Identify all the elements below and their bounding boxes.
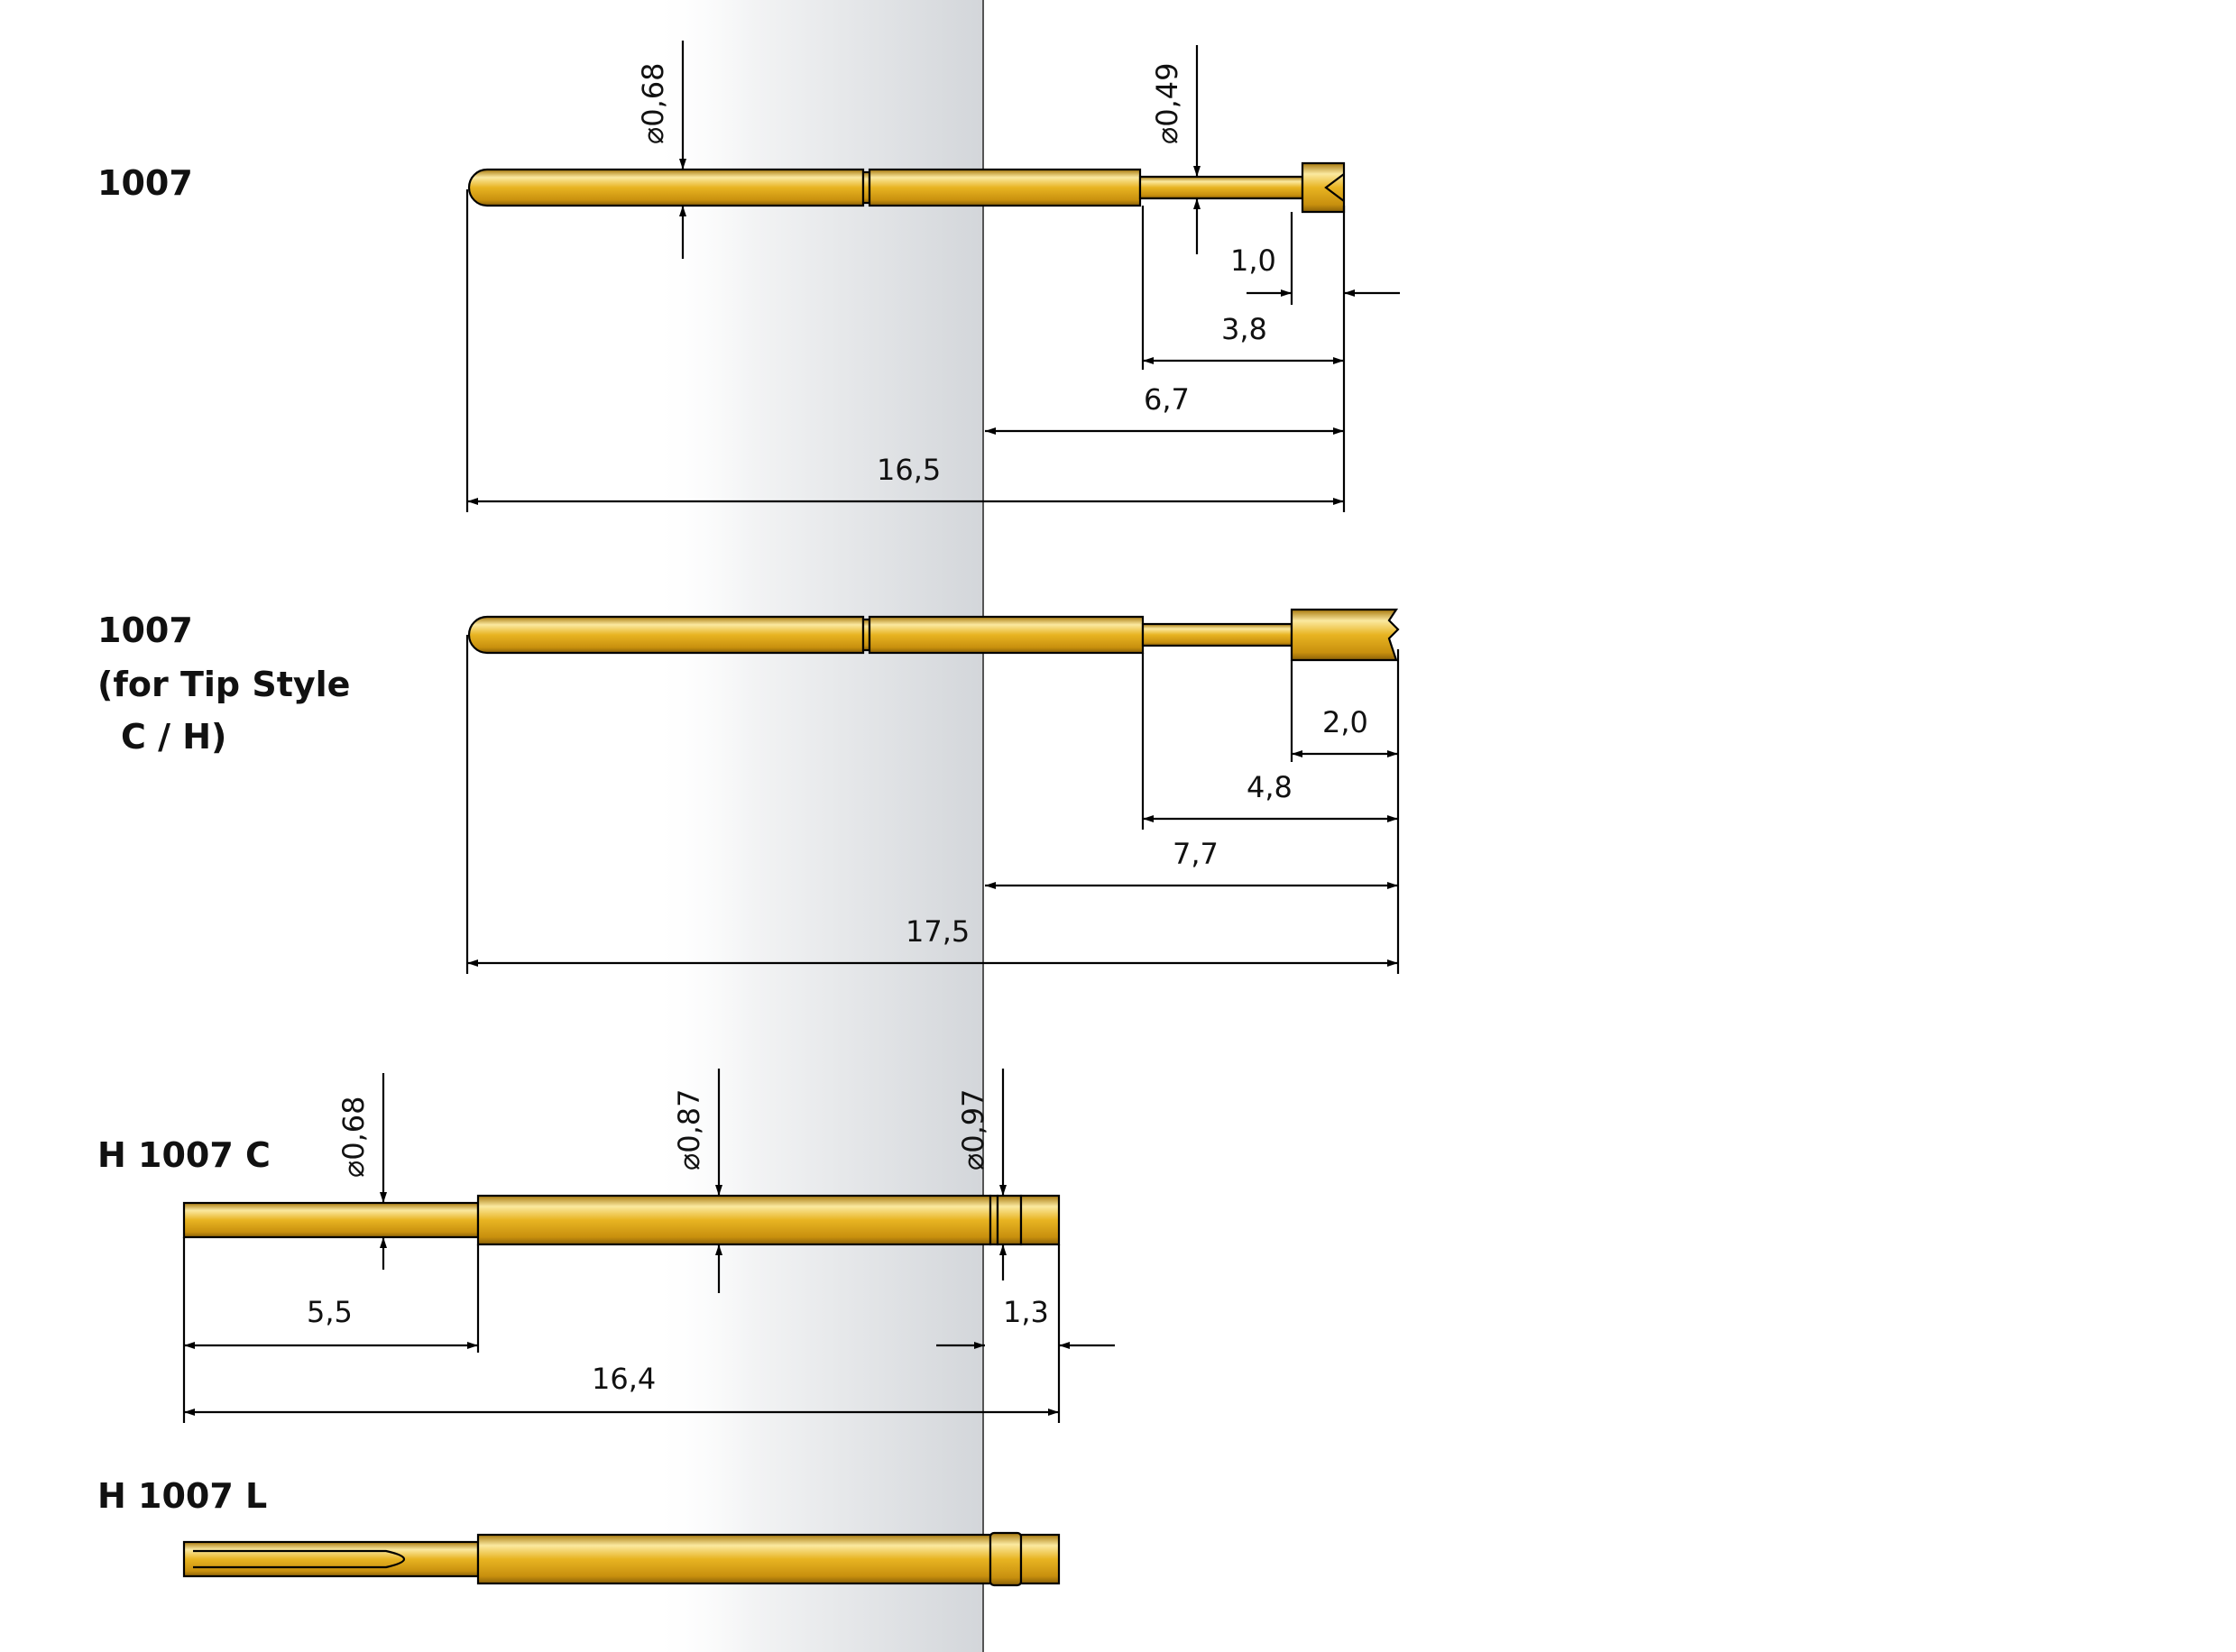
dim-7-7: 7,7 bbox=[985, 837, 1398, 889]
svg-text:⌀0,49: ⌀0,49 bbox=[1150, 62, 1184, 144]
receptacle-h1007c bbox=[182, 1194, 1061, 1246]
dim-diameter-097: ⌀0,97 bbox=[956, 1069, 1007, 1280]
part-4-label: H 1007 L bbox=[97, 1476, 267, 1516]
dim-2-0: 2,0 bbox=[1292, 705, 1398, 757]
dim-16-4: 16,4 bbox=[184, 1362, 1059, 1416]
dim-diameter-right: ⌀0,49 bbox=[1150, 45, 1201, 254]
svg-text:⌀0,68: ⌀0,68 bbox=[636, 62, 670, 144]
svg-text:17,5: 17,5 bbox=[906, 914, 970, 949]
mounting-plate-shade bbox=[649, 0, 983, 1652]
svg-text:4,8: 4,8 bbox=[1247, 770, 1293, 804]
svg-text:⌀0,97: ⌀0,97 bbox=[956, 1088, 990, 1170]
dim-3-8: 3,8 bbox=[1143, 312, 1344, 364]
part-3-label: H 1007 C bbox=[97, 1135, 271, 1175]
probe-1007-tip-style-ch bbox=[467, 608, 1400, 662]
part-2-label-line-3: C / H) bbox=[121, 717, 226, 757]
svg-text:2,0: 2,0 bbox=[1322, 705, 1368, 739]
svg-text:⌀0,68: ⌀0,68 bbox=[336, 1096, 371, 1178]
svg-text:5,5: 5,5 bbox=[307, 1295, 353, 1329]
svg-text:6,7: 6,7 bbox=[1144, 382, 1190, 417]
dim-16-5: 16,5 bbox=[467, 453, 1344, 505]
part-2-label-line-1: 1007 bbox=[97, 610, 193, 650]
svg-text:3,8: 3,8 bbox=[1221, 312, 1267, 346]
dim-1-0: 1,0 bbox=[1230, 243, 1400, 297]
dim-1-3: 1,3 bbox=[936, 1295, 1115, 1349]
svg-text:16,4: 16,4 bbox=[592, 1362, 656, 1396]
svg-text:16,5: 16,5 bbox=[877, 453, 941, 487]
dim-6-7: 6,7 bbox=[985, 382, 1344, 435]
svg-text:⌀0,87: ⌀0,87 bbox=[672, 1088, 706, 1170]
dim-17-5: 17,5 bbox=[467, 914, 1398, 967]
svg-text:7,7: 7,7 bbox=[1173, 837, 1219, 871]
probe-1007 bbox=[467, 161, 1346, 214]
dim-diameter-left: ⌀0,68 bbox=[636, 41, 686, 259]
dim-4-8: 4,8 bbox=[1143, 770, 1398, 822]
dim-diameter-087: ⌀0,87 bbox=[672, 1069, 722, 1293]
dim-diameter-068: ⌀0,68 bbox=[336, 1073, 387, 1270]
part-2-label-line-2: (for Tip Style bbox=[97, 665, 350, 704]
receptacle-h1007l bbox=[182, 1531, 1061, 1587]
dim-5-5: 5,5 bbox=[184, 1295, 478, 1349]
part-1-label: 1007 bbox=[97, 163, 193, 203]
svg-text:1,3: 1,3 bbox=[1003, 1295, 1049, 1329]
svg-text:1,0: 1,0 bbox=[1230, 243, 1276, 278]
